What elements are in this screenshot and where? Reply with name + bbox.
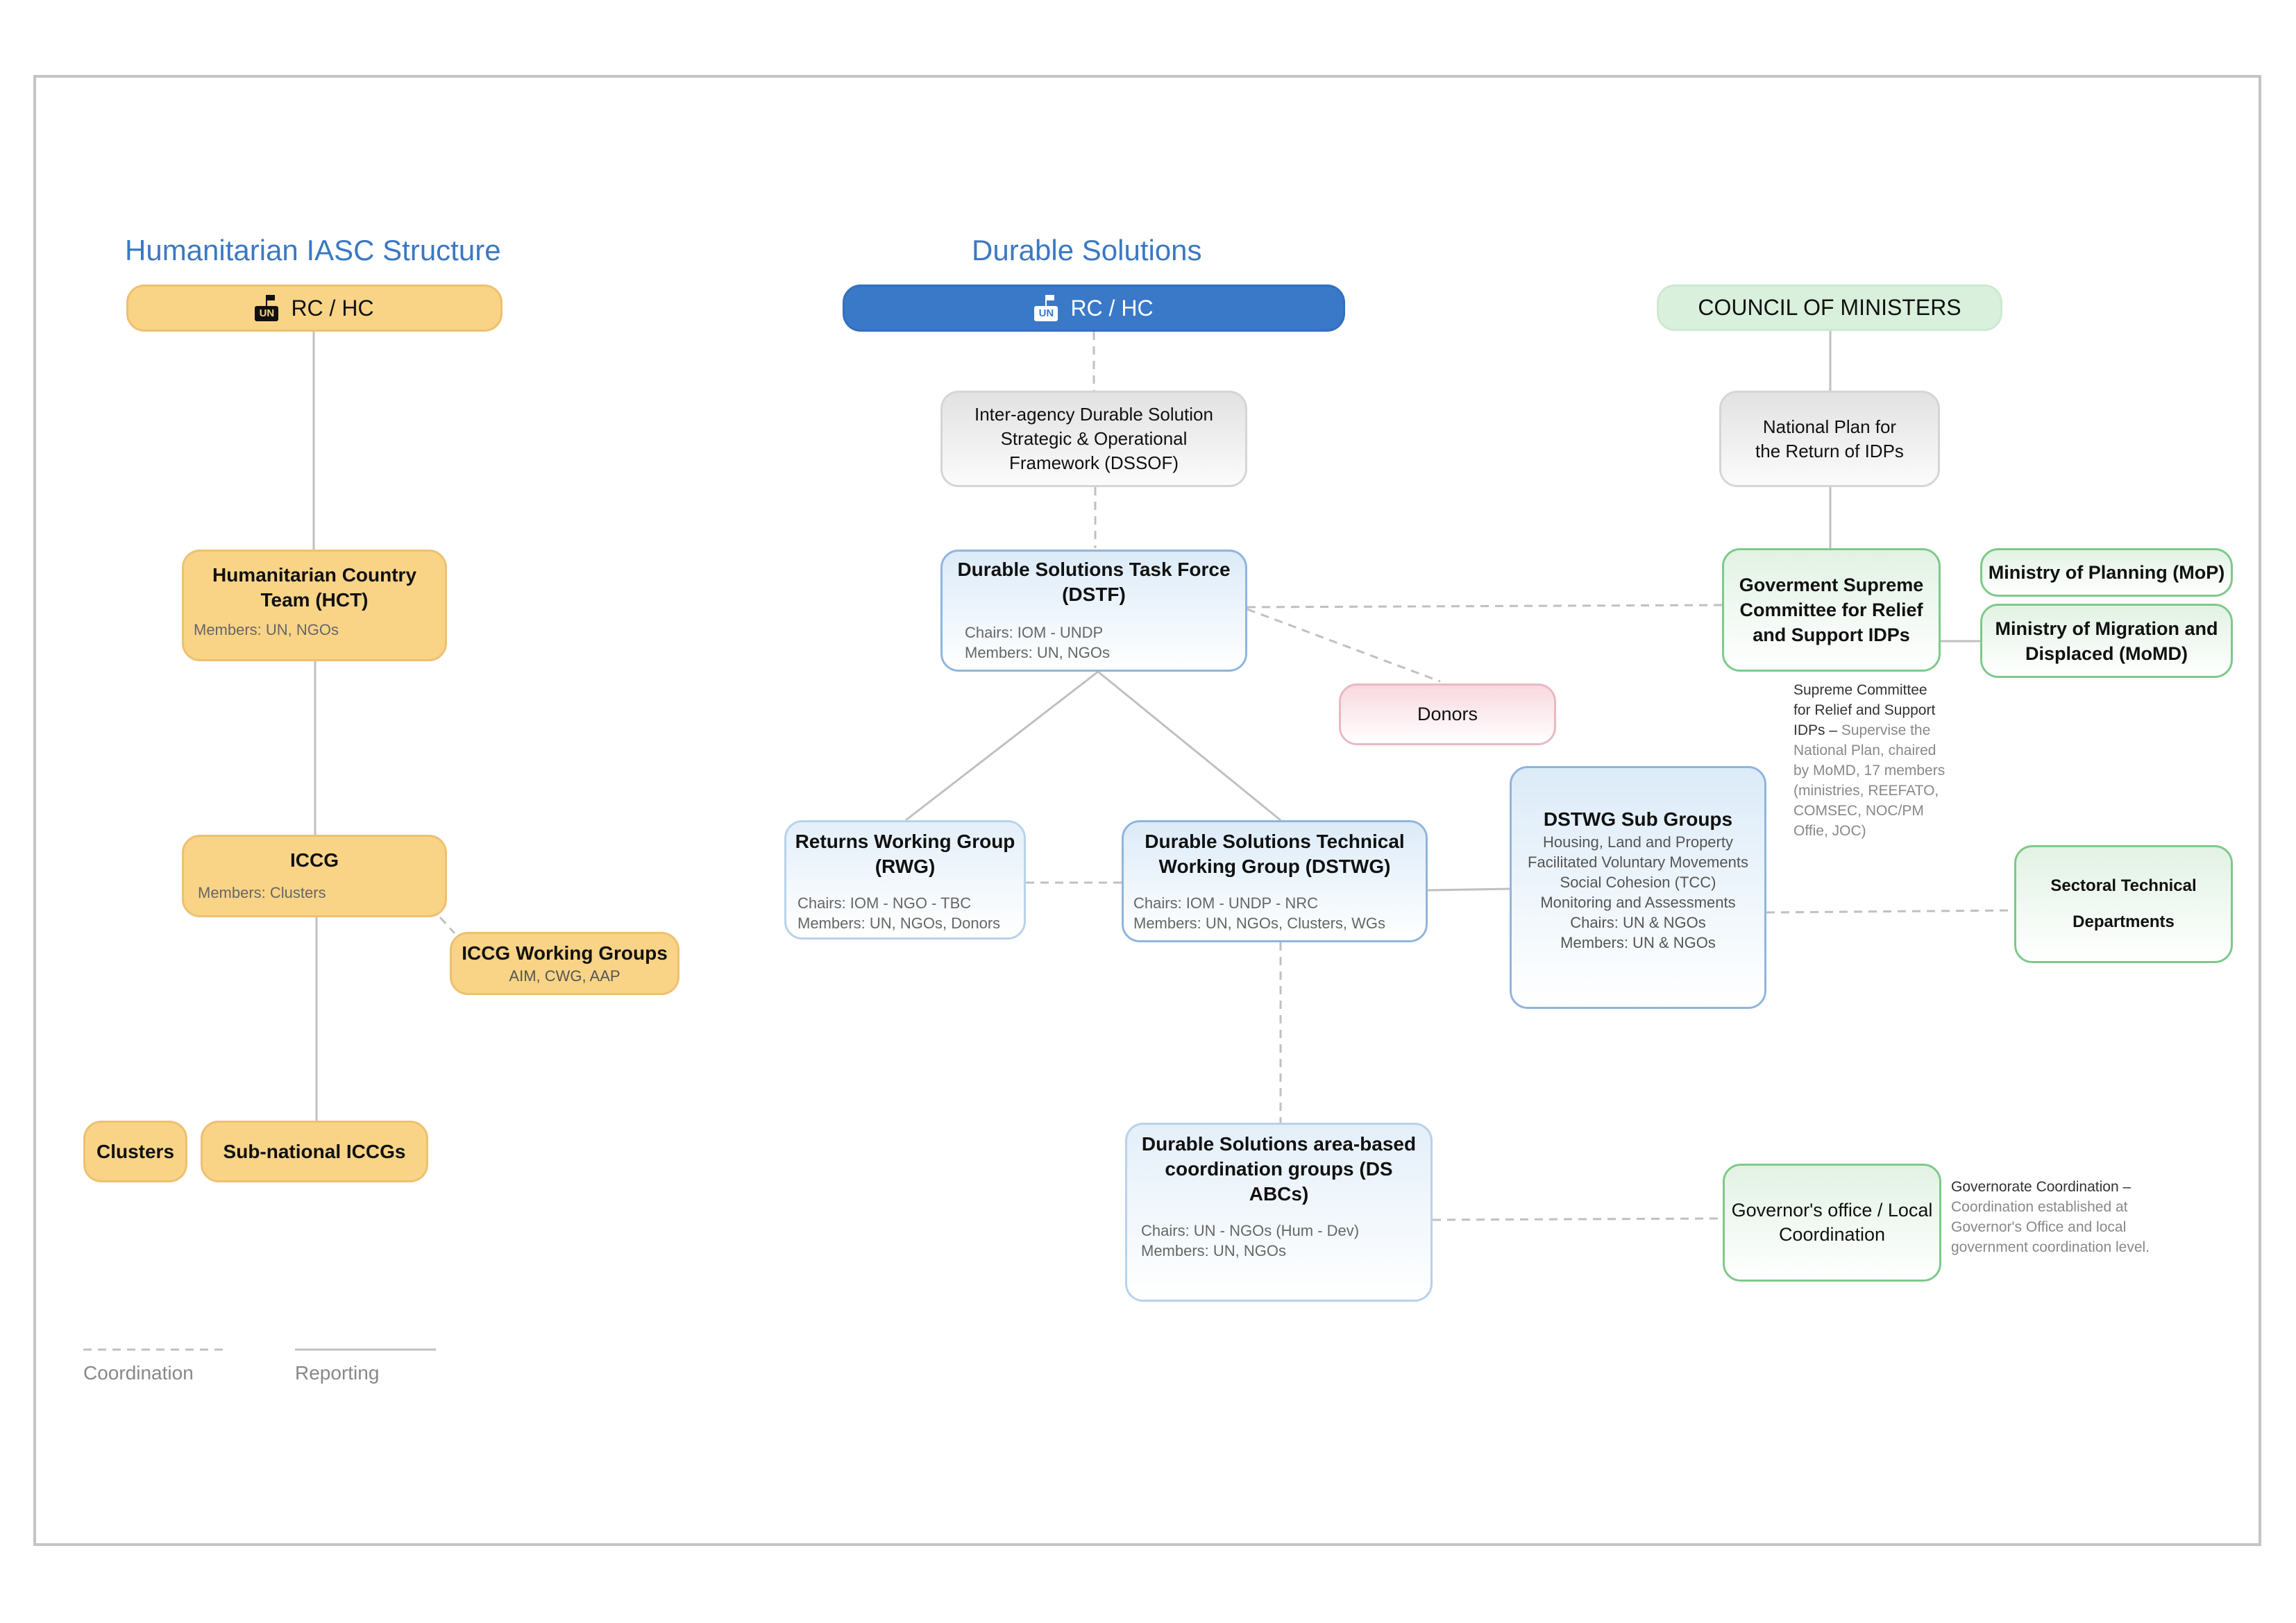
governor-office-box[interactable]: Governor's office / Local Coordination [1723, 1164, 1941, 1282]
abcs-members: Members: UN, NGOs [1141, 1242, 1287, 1259]
title-durable-solutions: Durable Solutions [972, 234, 1202, 266]
dstwg-subgroups-box[interactable]: DSTWG Sub Groups Housing, Land and Prope… [1510, 766, 1766, 1009]
supreme-note-bold: Supreme Committee for Relief and Support… [1793, 682, 1936, 738]
dstf-box[interactable]: Durable Solutions Task Force (DSTF) Chai… [940, 550, 1247, 672]
dstf-members: Members: UN, NGOs [965, 644, 1111, 661]
supreme-committee-box[interactable]: Goverment Supreme Committee for Relief a… [1722, 548, 1941, 672]
supreme-committee-note: Supreme Committee for Relief and Support… [1793, 680, 1946, 841]
legend-lines [83, 1348, 436, 1351]
abcs-chairs: Chairs: UN - NGOs (Hum - Dev) [1141, 1222, 1360, 1239]
iccg-box[interactable]: ICCG Members: Clusters [182, 835, 447, 917]
rc-hc-box-middle[interactable]: UN RC / HC [843, 284, 1345, 332]
governor-label: Governor's office / Local Coordination [1731, 1200, 1933, 1245]
momd-box[interactable]: Ministry of Migration and Displaced (MoM… [1980, 604, 2233, 678]
link-dstf-supreme [1247, 604, 1723, 609]
council-label: COUNCIL OF MINISTERS [1698, 295, 1961, 320]
national-plan-box[interactable]: National Plan for the Return of IDPs [1719, 391, 1940, 487]
dstwg-chairs: Chairs: IOM - UNDP - NRC [1133, 894, 1319, 912]
supreme-note-text: Supervise the National Plan, chaired by … [1793, 722, 1945, 839]
link-subgroups-sectoral [1766, 909, 2015, 914]
dstf-title: Durable Solutions Task Force (DSTF) [957, 559, 1231, 605]
dssof-box[interactable]: Inter-agency Durable Solution Strategic … [940, 391, 1247, 487]
rwg-title: Returns Working Group (RWG) [795, 831, 1015, 877]
dstwg-members: Members: UN, NGOs, Clusters, WGs [1133, 915, 1386, 932]
legend-coordination-label: Coordination [83, 1362, 194, 1384]
iccg-wg-sub: AIM, CWG, AAP [509, 967, 621, 985]
un-flag-icon: UN [1034, 295, 1058, 321]
mop-box[interactable]: Ministry of Planning (MoP) [1980, 548, 2233, 597]
donors-label: Donors [1417, 704, 1478, 724]
hct-members: Members: UN, NGOs [194, 621, 339, 638]
link-dstf-donors [1247, 608, 1441, 683]
sectoral-label: Sectoral Technical Departments [2050, 876, 2197, 931]
link-abc-governor [1432, 1217, 1723, 1221]
governorate-note-text: Coordination established at Governor's O… [1951, 1199, 2150, 1255]
ds-abcs-box[interactable]: Durable Solutions area-based coordinatio… [1125, 1123, 1433, 1302]
link-dstwg-subgroups [1427, 887, 1510, 892]
dssof-label: Inter-agency Durable Solution Strategic … [974, 404, 1213, 473]
mop-label: Ministry of Planning (MoP) [1988, 562, 2225, 583]
un-flag-icon: UN [255, 295, 279, 321]
dstwg-box[interactable]: Durable Solutions Technical Working Grou… [1122, 820, 1428, 942]
rwg-members: Members: UN, NGOs, Donors [797, 915, 1001, 932]
link-iccg-wg [439, 916, 456, 935]
iccg-members: Members: Clusters [198, 884, 326, 901]
abcs-title: Durable Solutions area-based coordinatio… [1141, 1133, 1417, 1205]
title-humanitarian: Humanitarian IASC Structure [125, 234, 501, 266]
legend-reporting-label: Reporting [295, 1362, 380, 1384]
rc-hc-label: RC / HC [291, 295, 374, 321]
iccg-wg-title: ICCG Working Groups [462, 942, 668, 964]
rwg-chairs: Chairs: IOM - NGO - TBC [797, 894, 972, 912]
link-dstf-dstwg [1097, 670, 1281, 822]
dstwg-title: Durable Solutions Technical Working Grou… [1145, 831, 1405, 877]
page-frame [33, 75, 2261, 1546]
governorate-note: Governorate Coordination – Coordination … [1951, 1177, 2173, 1257]
national-plan-label: National Plan for the Return of IDPs [1755, 416, 1904, 461]
subnational-iccgs-box[interactable]: Sub-national ICCGs [201, 1121, 428, 1182]
subgroups-line: Monitoring and Assessments [1540, 894, 1736, 911]
donors-box[interactable]: Donors [1339, 683, 1556, 745]
link-dstf-rwg [905, 670, 1099, 822]
hct-box[interactable]: Humanitarian Country Team (HCT) Members:… [182, 550, 447, 661]
rc-hc-box-left[interactable]: UN RC / HC [126, 284, 503, 332]
council-of-ministers-box[interactable]: COUNCIL OF MINISTERS [1657, 284, 2002, 331]
subgroups-line: Chairs: UN & NGOs [1570, 914, 1706, 931]
dstf-chairs: Chairs: IOM - UNDP [965, 624, 1104, 641]
supreme-committee-label: Goverment Supreme Committee for Relief a… [1739, 575, 1924, 645]
subgroups-line: Facilitated Voluntary Movements [1528, 853, 1748, 871]
governorate-note-bold: Governorate Coordination – [1951, 1179, 2132, 1195]
rc-hc-label: RC / HC [1070, 295, 1154, 321]
subgroups-line: Members: UN & NGOs [1560, 934, 1716, 951]
subgroups-title: DSTWG Sub Groups [1543, 808, 1733, 830]
momd-label: Ministry of Migration and Displaced (MoM… [1995, 618, 2218, 664]
sectoral-technical-box[interactable]: Sectoral Technical Departments [2014, 845, 2233, 963]
subnational-label: Sub-national ICCGs [223, 1140, 406, 1162]
clusters-box[interactable]: Clusters [83, 1121, 187, 1182]
iccg-title: ICCG [290, 849, 339, 871]
clusters-label: Clusters [96, 1140, 175, 1162]
rwg-box[interactable]: Returns Working Group (RWG) Chairs: IOM … [784, 820, 1026, 940]
subgroups-line: Housing, Land and Property [1543, 833, 1733, 851]
hct-title: Humanitarian Country Team (HCT) [212, 564, 417, 611]
subgroups-line: Social Cohesion (TCC) [1560, 874, 1716, 891]
iccg-wg-box[interactable]: ICCG Working Groups AIM, CWG, AAP [450, 932, 679, 995]
